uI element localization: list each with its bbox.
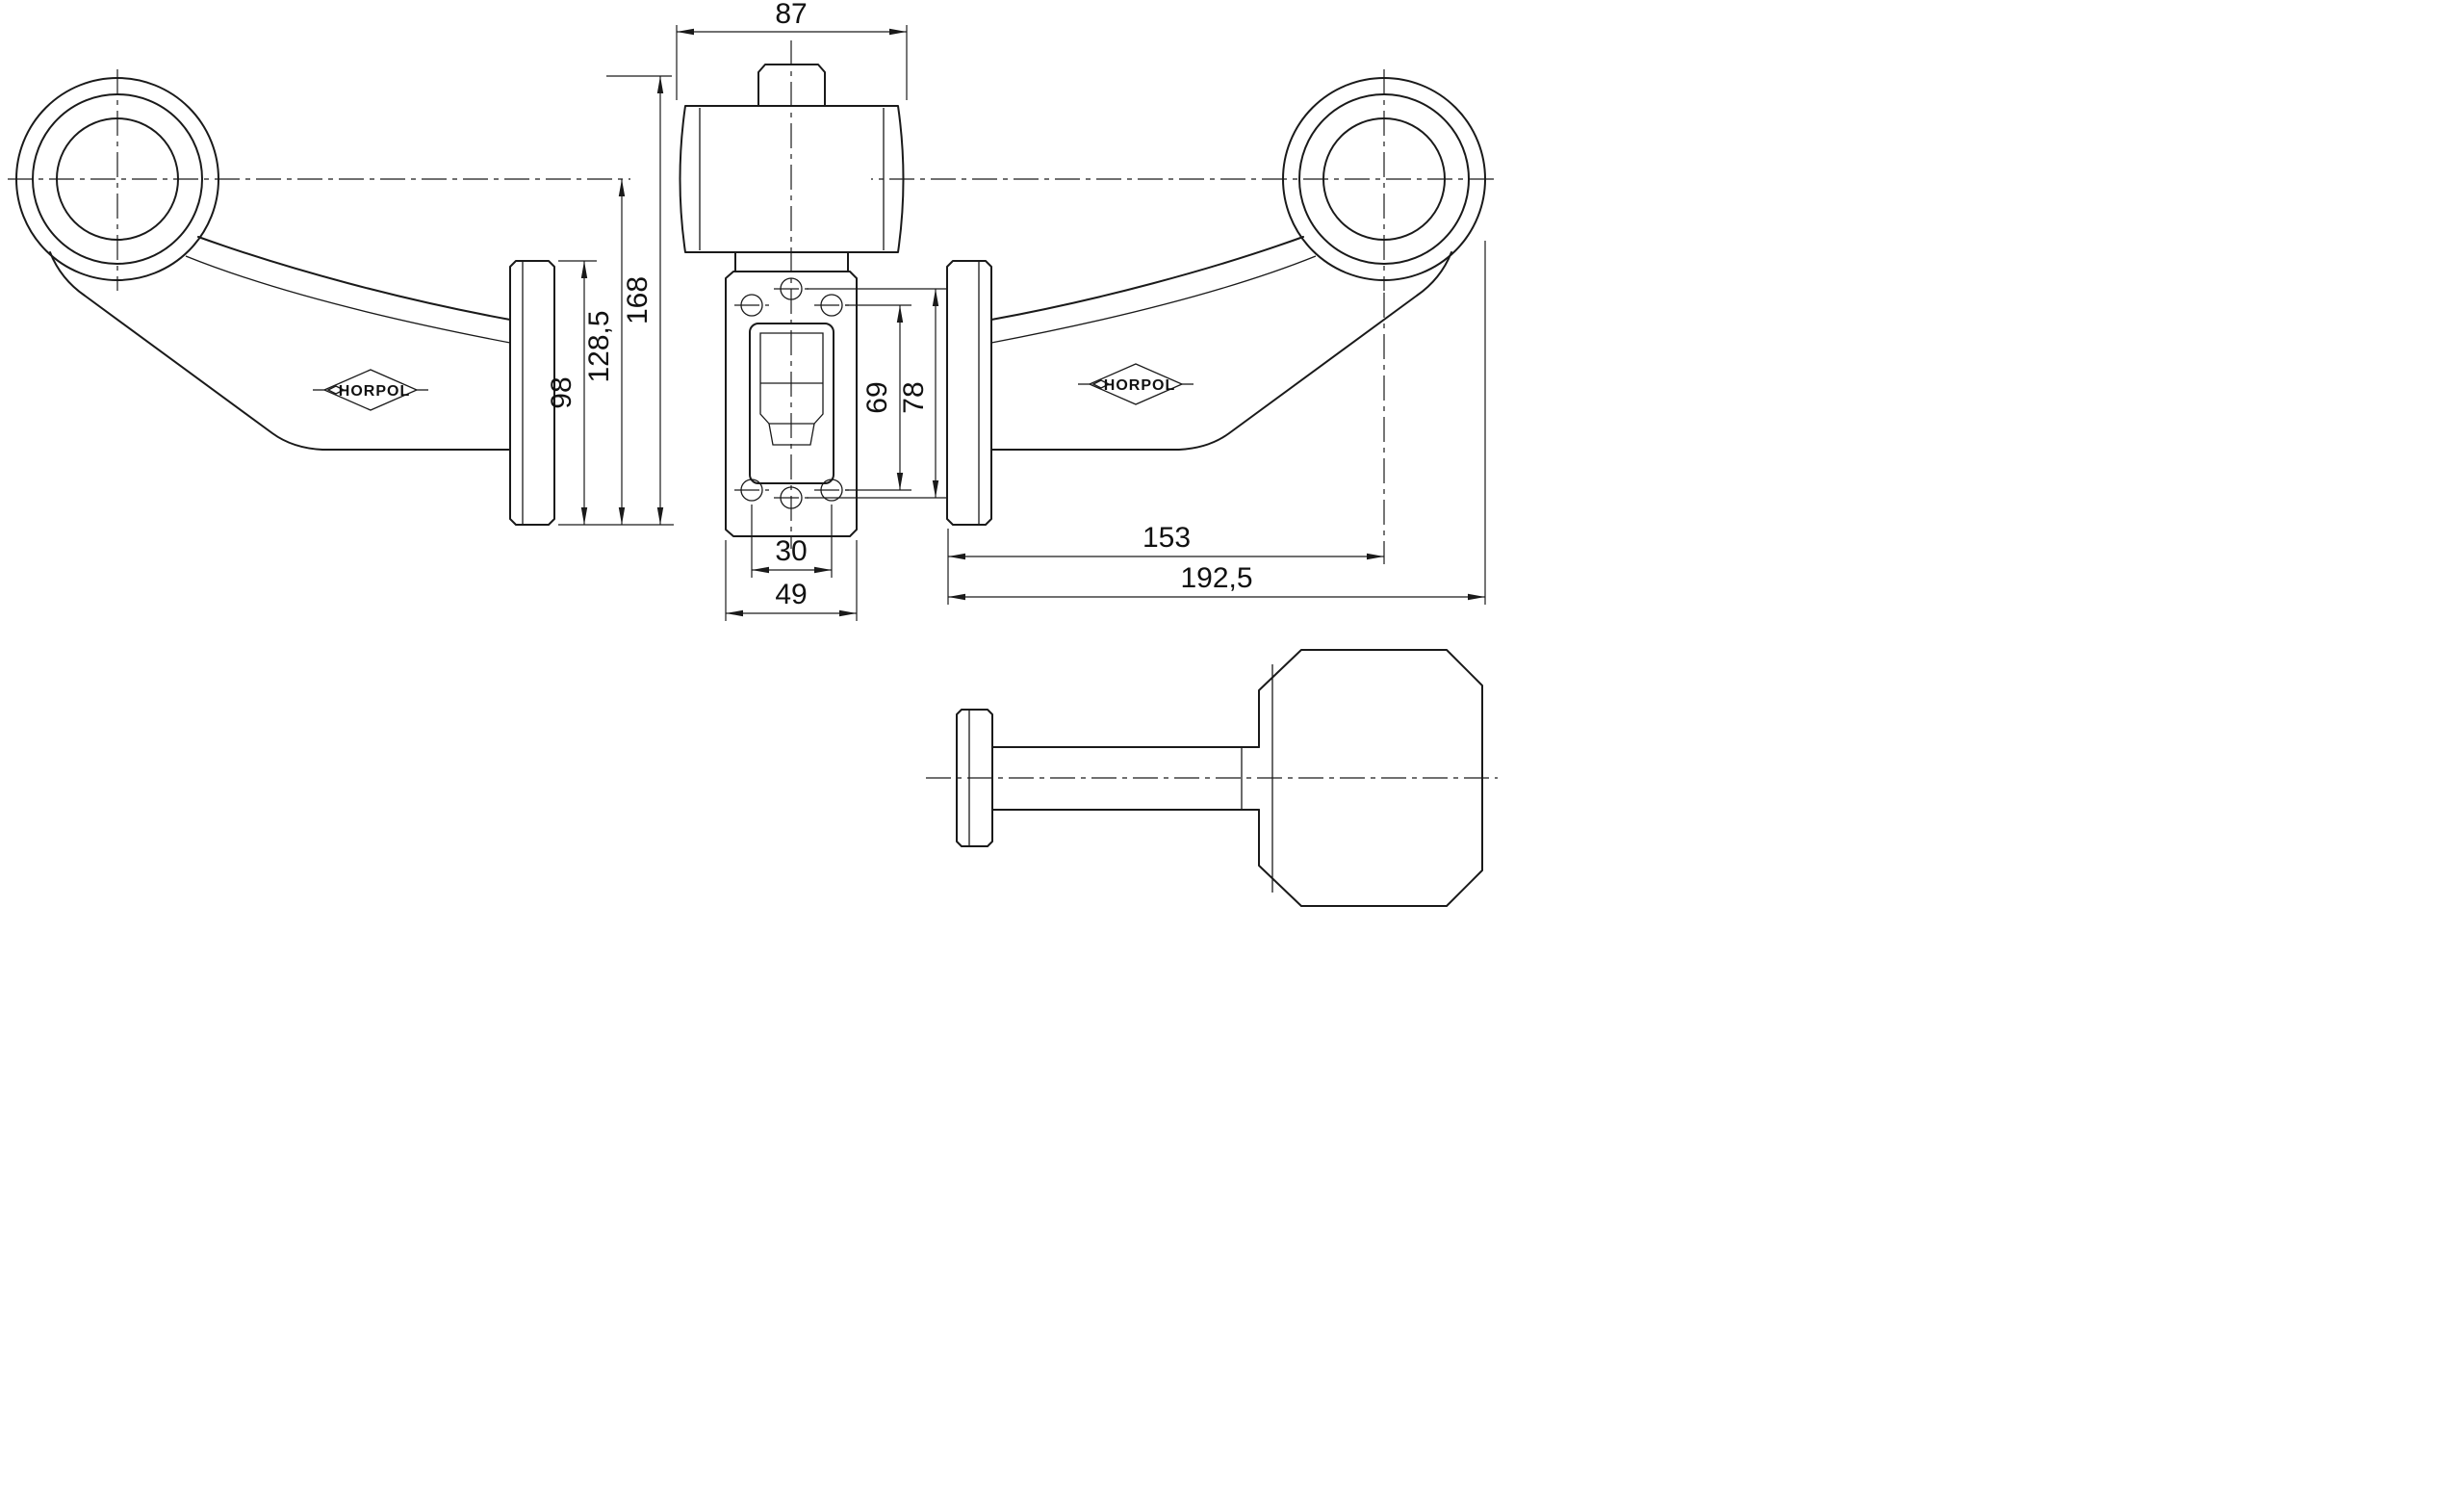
bottom-side-view: [926, 649, 1498, 907]
dim-total-height: 168: [622, 276, 654, 324]
left-lamp-side-view: [7, 68, 631, 526]
brand-text-left: HORPOL: [339, 383, 410, 400]
dim-hole-spacing-inner: 69: [861, 381, 893, 413]
dim-total-length: 192,5: [1180, 562, 1252, 594]
dim-hole-spacing-outer: 78: [898, 381, 930, 413]
brand-logo-left: HORPOL: [312, 369, 429, 411]
right-lamp-side-view: [870, 68, 1495, 526]
front-view: [679, 40, 905, 549]
mounting-holes: [734, 277, 849, 509]
dim-bracket-height: 98: [546, 376, 578, 408]
dim-head-width: 87: [775, 0, 807, 30]
dim-bracket-width: 49: [775, 579, 807, 610]
dimensions: 87 168 128,5 98 69 78 30 49: [546, 0, 1486, 621]
dim-slot-width: 30: [775, 535, 807, 567]
dim-length-to-lens-center: 153: [1142, 522, 1191, 554]
brand-text-right: HORPOL: [1104, 377, 1175, 394]
brand-logo-right: HORPOL: [1077, 363, 1194, 405]
dim-height-to-lens-center: 128,5: [583, 310, 615, 382]
